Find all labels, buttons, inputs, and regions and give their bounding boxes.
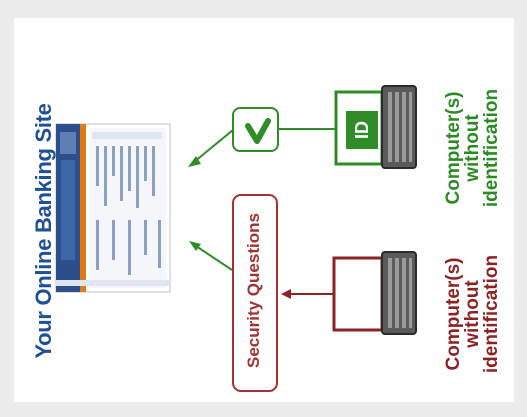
- id-card-icon: ID: [346, 111, 378, 149]
- laptop-icon-red: [332, 251, 417, 335]
- red-arrow-to-site: [189, 241, 233, 271]
- green-caption-line-1: Computer(s): [443, 91, 464, 205]
- security-questions-label: Security Questions: [244, 213, 263, 368]
- red-laptop-caption: Computer(s) without identification: [443, 244, 504, 384]
- green-caption-line-2: without: [462, 114, 483, 182]
- checkmark-icon: [245, 118, 271, 144]
- security-questions-node: [232, 194, 278, 392]
- red-caption-line-3: identification: [481, 254, 502, 374]
- green-laptop-caption: Computer(s) without identification: [443, 78, 504, 218]
- red-arrow-to-security: [281, 289, 334, 299]
- red-caption-line-1: Computer(s): [443, 257, 464, 371]
- green-caption-line-3: identification: [481, 88, 502, 208]
- red-caption-line-2: without: [462, 280, 483, 348]
- verified-check-node: [232, 107, 279, 152]
- banking-site-screenshot: [55, 123, 171, 293]
- green-arrow-to-site: [188, 129, 234, 167]
